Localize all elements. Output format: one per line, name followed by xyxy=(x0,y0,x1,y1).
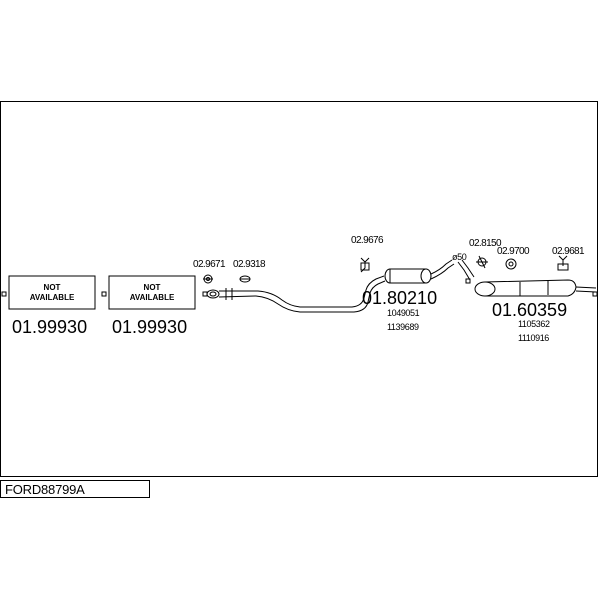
connector-dot xyxy=(101,291,107,297)
not-available-box-2 xyxy=(108,275,196,310)
accessory-code-6: 02.9681 xyxy=(552,246,585,257)
accessory-gasket-icon xyxy=(239,275,251,283)
front-pipe xyxy=(206,275,386,313)
accessory-code-1: 02.9671 xyxy=(193,259,226,270)
diagram-frame xyxy=(0,101,598,477)
box2-part-code: 01.99930 xyxy=(112,317,187,337)
accessory-hanger-icon xyxy=(360,257,370,273)
rear-silencer-ref-1: 1105362 xyxy=(518,319,550,329)
accessory-code-4: 02.8150 xyxy=(469,238,502,249)
box1-line2: AVAILABLE xyxy=(30,293,75,302)
accessory-code-5: 02.9700 xyxy=(497,246,530,257)
connector-dot xyxy=(1,291,7,297)
rear-silencer-ref-2: 1110916 xyxy=(518,333,549,343)
box1-part-code: 01.99930 xyxy=(12,317,87,337)
connector-dot xyxy=(202,291,208,297)
box2-line1: NOT xyxy=(144,283,161,292)
accessory-clamp-icon xyxy=(203,274,213,284)
box2-line2: AVAILABLE xyxy=(130,293,175,302)
rear-silencer xyxy=(457,259,597,297)
accessory-code-3: 02.9676 xyxy=(351,235,384,246)
middle-silencer-ref-2: 1139689 xyxy=(387,322,419,332)
diameter-label: ø50 xyxy=(452,252,467,262)
not-available-box-1 xyxy=(8,275,96,310)
box1-line1: NOT xyxy=(44,283,61,292)
middle-silencer xyxy=(384,259,455,284)
middle-silencer-code: 01.80210 xyxy=(362,288,437,308)
connector-dot xyxy=(592,291,598,297)
accessory-hanger-icon xyxy=(476,255,488,269)
accessory-hanger-icon xyxy=(557,255,569,271)
title-box: FORD88799A xyxy=(0,480,150,498)
accessory-hanger-icon xyxy=(505,258,517,270)
accessory-code-2: 02.9318 xyxy=(233,259,266,270)
diagram-title: FORD88799A xyxy=(5,482,85,497)
middle-silencer-ref-1: 1049051 xyxy=(387,308,420,318)
rear-silencer-code: 01.60359 xyxy=(492,300,567,320)
connector-dot xyxy=(465,278,471,284)
